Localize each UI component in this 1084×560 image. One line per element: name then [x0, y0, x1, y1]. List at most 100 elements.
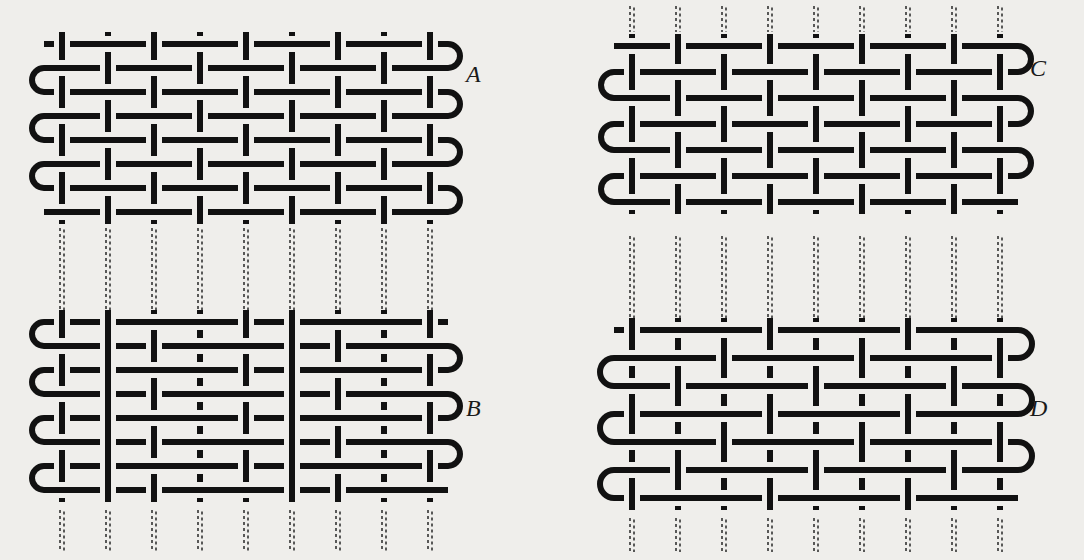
warp-over — [151, 133, 157, 147]
warp-continuation — [151, 228, 153, 310]
warp-thread — [243, 32, 249, 224]
weft-over — [808, 199, 824, 205]
warp-over — [59, 363, 65, 377]
warp-continuation — [431, 512, 433, 553]
weft-loop — [1018, 98, 1031, 124]
warp-over — [381, 157, 387, 171]
warp-over — [721, 117, 727, 131]
warp-continuation — [629, 518, 631, 552]
weft-over — [946, 411, 962, 417]
weft-over — [762, 355, 778, 361]
warp-continuation — [293, 512, 295, 553]
weft-over — [992, 411, 1008, 417]
warp-thread — [629, 34, 635, 214]
warp-continuation — [633, 8, 635, 33]
weft-loop — [601, 124, 614, 150]
weft-over — [330, 113, 346, 119]
warp-over — [289, 483, 295, 497]
weft-over — [900, 355, 916, 361]
warp-thread — [105, 310, 111, 502]
warp-continuation — [247, 230, 249, 311]
warp-continuation — [109, 512, 111, 553]
weft-loop — [1018, 442, 1032, 470]
warp-continuation — [721, 6, 723, 32]
warp-over — [289, 315, 295, 329]
warp-over — [859, 195, 865, 209]
weft-loop — [32, 418, 44, 442]
warp-over — [335, 387, 341, 401]
warp-over — [427, 37, 433, 51]
weft-over — [422, 113, 438, 119]
weft-thread — [44, 113, 448, 119]
warp-continuation — [859, 6, 861, 32]
weft-over — [946, 121, 962, 127]
weft-over — [192, 185, 208, 191]
warp-continuation — [909, 8, 911, 33]
warp-thread — [151, 32, 157, 224]
warp-over — [381, 205, 387, 219]
weft-loop — [448, 394, 460, 418]
warp-over — [997, 117, 1003, 131]
warp-over — [905, 407, 911, 421]
weft-over — [808, 439, 824, 445]
weft-over — [900, 95, 916, 101]
warp-continuation — [289, 228, 291, 310]
weft-loop — [32, 466, 44, 490]
weft-over — [192, 391, 208, 397]
warp-over — [197, 157, 203, 171]
warp-continuation — [151, 510, 153, 552]
warp-continuation — [955, 238, 957, 319]
warp-over — [767, 195, 773, 209]
warp-continuation — [721, 236, 723, 318]
weft-thread — [614, 411, 1018, 417]
weft-over — [192, 89, 208, 95]
weft-over — [670, 411, 686, 417]
warp-over — [629, 65, 635, 79]
weft-over — [376, 391, 392, 397]
weft-loop — [32, 370, 44, 394]
weft-over — [192, 367, 208, 373]
weft-over — [716, 199, 732, 205]
weft-over — [624, 383, 640, 389]
warp-thread — [335, 310, 341, 502]
warp-continuation — [289, 510, 291, 552]
warp-continuation — [1001, 8, 1003, 33]
weft-over — [992, 327, 1008, 333]
warp-over — [813, 65, 819, 79]
warp-continuation — [767, 6, 769, 32]
weft-loop — [448, 44, 460, 68]
warp-continuation — [859, 518, 861, 552]
warp-over — [59, 181, 65, 195]
warp-continuation — [197, 228, 199, 310]
warp-over — [905, 323, 911, 337]
warp-over — [905, 491, 911, 505]
weft-over — [330, 319, 346, 325]
warp-over — [427, 315, 433, 329]
weft-over — [716, 43, 732, 49]
warp-over — [905, 117, 911, 131]
warp-over — [289, 387, 295, 401]
warp-over — [675, 379, 681, 393]
warp-continuation — [339, 230, 341, 311]
weft-thread — [44, 161, 448, 167]
weft-over — [854, 173, 870, 179]
warp-thread — [427, 32, 433, 224]
weft-over — [238, 391, 254, 397]
warp-continuation — [105, 228, 107, 310]
weft-over — [422, 487, 438, 493]
warp-over — [335, 339, 341, 353]
warp-over — [105, 205, 111, 219]
warp-over — [105, 157, 111, 171]
warp-continuation — [105, 510, 107, 552]
warp-over — [105, 315, 111, 329]
warp-continuation — [997, 236, 999, 318]
warp-continuation — [679, 520, 681, 553]
weft-over — [376, 367, 392, 373]
weft-over — [716, 327, 732, 333]
warp-thread — [59, 32, 65, 224]
weft-over — [670, 69, 686, 75]
warp-over — [289, 459, 295, 473]
weft-loop — [601, 72, 614, 98]
weft-over — [808, 411, 824, 417]
warp-thread — [151, 310, 157, 502]
